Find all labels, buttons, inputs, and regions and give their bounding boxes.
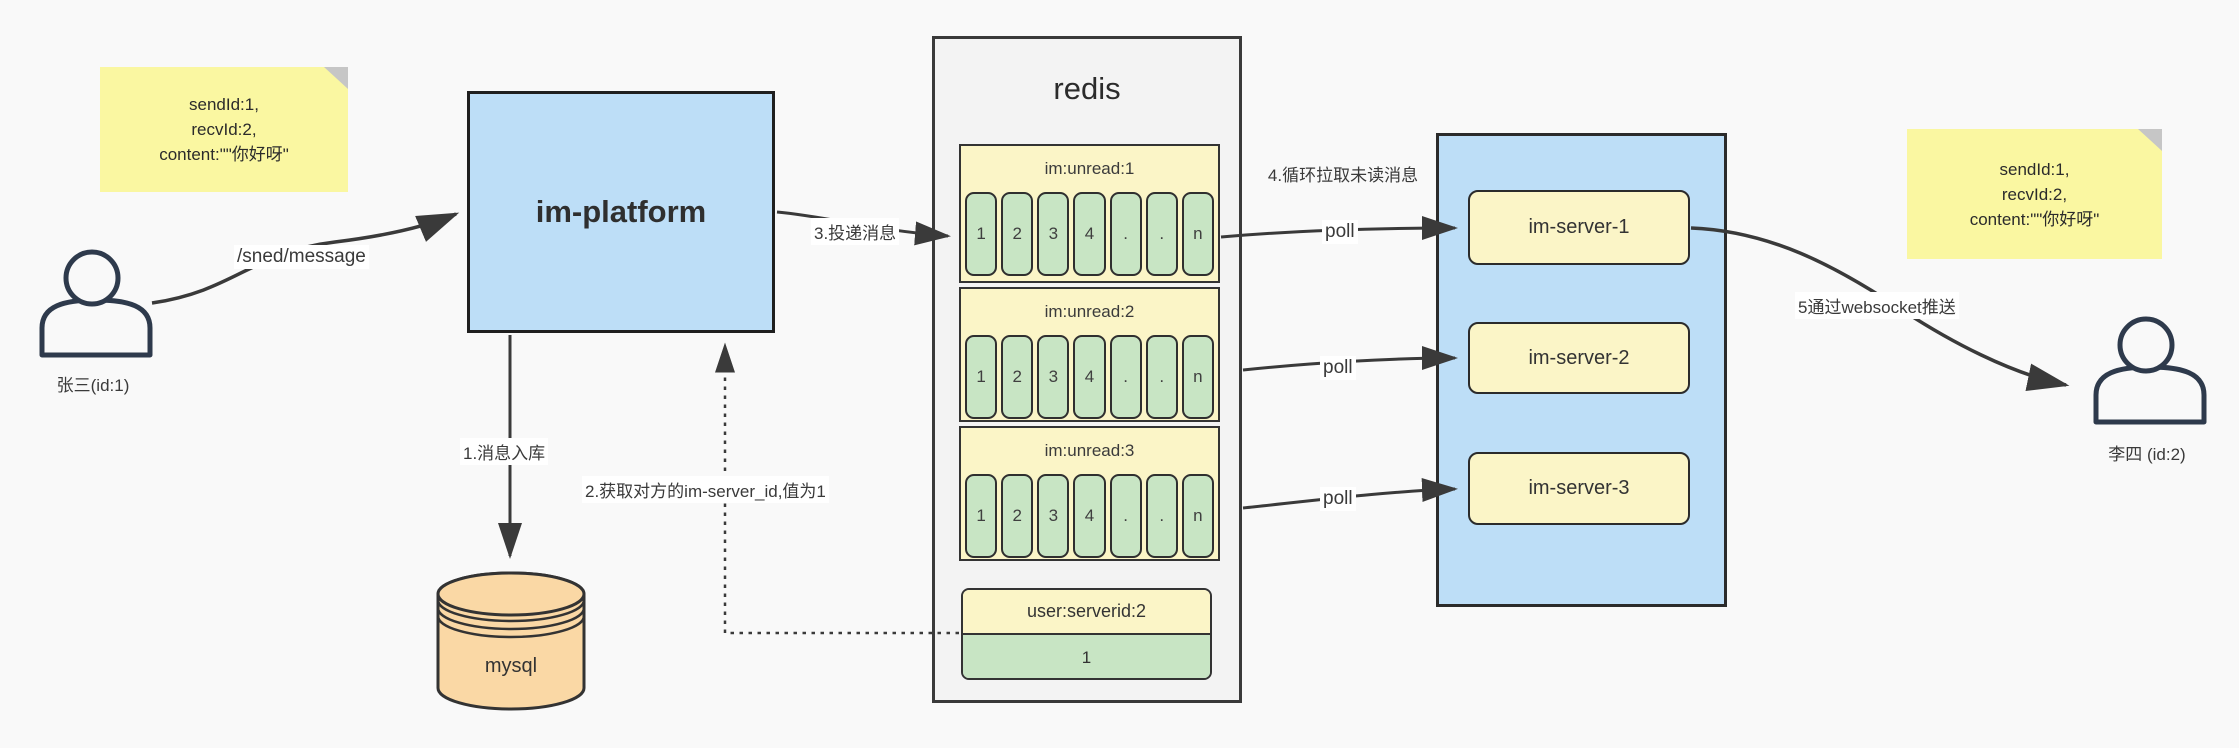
im-platform-label: im-platform xyxy=(535,194,707,229)
queue-cells: 1 2 3 4 . . n xyxy=(965,192,1214,276)
queue-cell: 2 xyxy=(1001,474,1034,558)
queue-cell: . xyxy=(1145,474,1178,558)
note-fold-icon xyxy=(2138,129,2162,151)
redis-title: redis xyxy=(1053,71,1121,106)
queue-title: im:unread:3 xyxy=(1044,441,1135,460)
step2-label: 2.获取对方的im-server_id,值为1 xyxy=(582,476,829,503)
queue-cell: . xyxy=(1109,335,1142,419)
queue-cell: n xyxy=(1181,192,1214,276)
sticky-note-right: sendId:1, recvId:2, content:""你好呀" xyxy=(1907,129,2162,259)
queue-cell: . xyxy=(1145,192,1178,276)
queue-im-unread-3: im:unread:3 1 2 3 4 . . n xyxy=(959,426,1220,561)
im-server-2-label: im-server-2 xyxy=(1528,346,1630,369)
poll-label-2: poll xyxy=(1320,356,1356,380)
note-line: sendId:1, xyxy=(189,95,259,114)
send-api-label: /sned/message xyxy=(234,245,369,269)
queue-cell: 4 xyxy=(1073,192,1106,276)
step1-label: 1.消息入库 xyxy=(460,438,549,465)
queue-im-unread-1: im:unread:1 1 2 3 4 . . n xyxy=(959,144,1220,283)
queue-title: im:unread:2 xyxy=(1044,302,1135,321)
queue-title: im:unread:1 xyxy=(1044,159,1135,178)
user-icon-sender xyxy=(39,249,153,358)
im-server-1-label: im-server-1 xyxy=(1528,216,1630,238)
queue-cell: . xyxy=(1109,474,1142,558)
kv-key: user:serverid:2 xyxy=(963,590,1210,635)
queue-cell: . xyxy=(1145,335,1178,419)
poll-label-1: poll xyxy=(1322,220,1358,244)
note-fold-icon xyxy=(324,67,348,89)
mysql-label: mysql xyxy=(485,655,537,677)
queue-cells: 1 2 3 4 . . n xyxy=(965,335,1214,419)
kv-user-serverid: user:serverid:2 1 xyxy=(961,588,1212,680)
im-server-3-label: im-server-3 xyxy=(1528,477,1630,499)
im-server-2-box: im-server-2 xyxy=(1468,322,1690,394)
note-line: recvId:2, xyxy=(191,120,257,139)
queue-cell: 2 xyxy=(1001,192,1034,276)
step5-label: 5通过websocket推送 xyxy=(1795,292,1959,319)
receiver-label: 李四 (id:2) xyxy=(2108,445,2186,464)
poll-label-3: poll xyxy=(1320,487,1356,511)
note-line: recvId:2, xyxy=(2001,184,2068,204)
queue-cell: 4 xyxy=(1073,474,1106,558)
note-line: sendId:1, xyxy=(1999,159,2070,179)
note-line: content:""你好呀" xyxy=(159,145,289,164)
queue-cell: . xyxy=(1109,192,1142,276)
note-line: content:""你好呀" xyxy=(1969,209,2100,229)
queue-cell: n xyxy=(1181,335,1214,419)
kv-value: 1 xyxy=(963,635,1210,678)
im-server-1-box: im-server-1 xyxy=(1468,190,1690,265)
step3-label: 3.投递消息 xyxy=(811,218,900,245)
step4-label: 4.循环拉取未读消息 xyxy=(1267,166,1419,185)
queue-cell: 1 xyxy=(965,192,998,276)
sender-label: 张三(id:1) xyxy=(56,376,130,395)
im-server-3-box: im-server-3 xyxy=(1468,452,1690,525)
queue-im-unread-2: im:unread:2 1 2 3 4 . . n xyxy=(959,287,1220,422)
queue-cells: 1 2 3 4 . . n xyxy=(965,474,1214,558)
queue-cell: 3 xyxy=(1037,474,1070,558)
im-platform-box: im-platform xyxy=(467,91,775,333)
mysql-database-icon: mysql xyxy=(436,571,586,711)
queue-cell: 1 xyxy=(965,335,998,419)
queue-cell: 1 xyxy=(965,474,998,558)
queue-cell: 2 xyxy=(1001,335,1034,419)
queue-cell: n xyxy=(1181,474,1214,558)
queue-cell: 3 xyxy=(1037,192,1070,276)
sticky-note-left: sendId:1, recvId:2, content:""你好呀" xyxy=(100,67,348,192)
queue-cell: 3 xyxy=(1037,335,1070,419)
user-icon-receiver xyxy=(2093,316,2207,425)
queue-cell: 4 xyxy=(1073,335,1106,419)
